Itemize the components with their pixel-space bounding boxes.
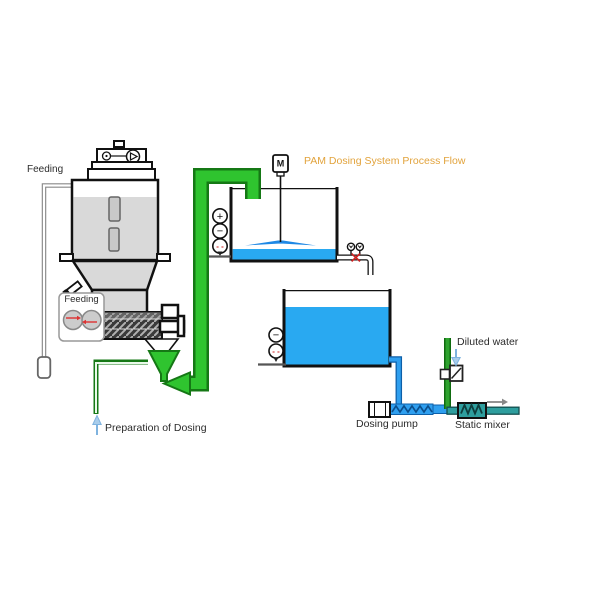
level-high-glyph: + — [217, 211, 223, 223]
thin-green-pipe — [93, 359, 148, 414]
mixing-tank: M + − - - — [206, 154, 374, 275]
roller-icon — [81, 309, 102, 331]
hopper-window — [108, 227, 120, 252]
shaft-coupling — [158, 303, 186, 338]
storage-tank: − - - — [258, 289, 392, 368]
level-lowlow-glyph: - - — [272, 347, 280, 356]
suction-lance — [36, 183, 73, 379]
static-mixer — [457, 402, 487, 419]
flow-arrow-icon — [487, 398, 508, 406]
hopper-window — [108, 196, 121, 222]
mixing-level-indicators: + − - - — [206, 208, 231, 258]
level-low-glyph: − — [273, 330, 279, 342]
storage-level-indicators: − - - — [258, 327, 286, 366]
label-feeding-unit: Feeding — [64, 294, 99, 305]
callout-arrow-down-icon — [450, 349, 462, 367]
storage-tank-liquid — [285, 307, 389, 365]
agitator-motor-label: M — [277, 159, 285, 169]
drain-pipe — [337, 254, 374, 275]
green-pipe-arrow-icon — [161, 370, 191, 397]
level-low-glyph: − — [217, 226, 223, 238]
suction-pipe — [389, 356, 403, 407]
drain-valve — [346, 242, 365, 263]
dosing-pump — [368, 401, 391, 418]
roller-icon — [62, 309, 84, 331]
hopper-cap — [113, 140, 125, 148]
mixing-tank-liquid — [232, 249, 336, 260]
green-pipe-main — [161, 168, 261, 397]
label-static-mixer: Static mixer — [455, 419, 510, 431]
level-low-icon — [268, 327, 284, 343]
powder-hopper — [59, 140, 171, 315]
level-lowlow-glyph: - - — [216, 242, 224, 251]
label-feeding-top: Feeding — [27, 164, 64, 175]
wetting-funnel — [147, 350, 181, 382]
agitator-motor — [272, 154, 289, 173]
feeding-unit-box — [58, 292, 105, 342]
hopper-cone — [70, 259, 159, 292]
page-title: PAM Dosing System Process Flow — [304, 155, 466, 167]
label-dosing-pump: Dosing pump — [356, 418, 418, 430]
flow-control-valve — [439, 364, 464, 382]
agitator-impeller — [245, 240, 316, 246]
dosing-hose — [389, 403, 448, 415]
label-preparation-of-dosing: Preparation of Dosing — [105, 422, 207, 434]
label-diluted-water: Diluted water — [457, 336, 519, 348]
callout-arrow-up-icon — [92, 414, 102, 435]
